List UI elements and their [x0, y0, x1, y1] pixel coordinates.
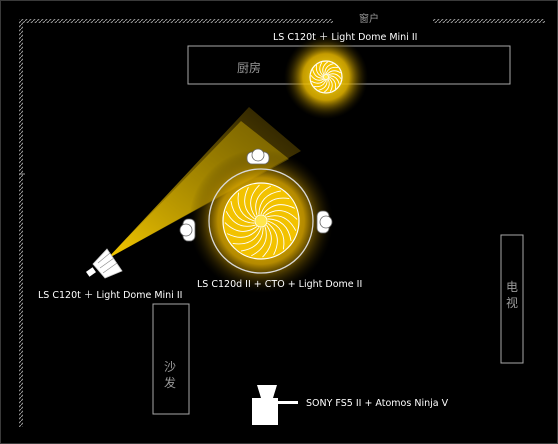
wall-top-left — [19, 19, 333, 23]
person-top-icon — [246, 148, 270, 165]
wall-left — [19, 19, 23, 427]
sofa-label-char-1: 沙 — [164, 360, 176, 374]
camera-icon — [252, 385, 298, 425]
tv-unit — [500, 234, 524, 364]
tv-label-char-1: 电 — [506, 280, 518, 294]
center-light-label: LS C120d II + CTO + Light Dome II — [197, 279, 362, 290]
window-label: 窗户 — [359, 12, 379, 25]
center-light-dome-icon — [222, 182, 300, 260]
person-right-icon — [316, 210, 333, 234]
top-light-dome-icon — [309, 60, 343, 94]
camera-label: SONY FS5 II + Atomos Ninja V — [306, 398, 449, 409]
sofa-label-char-2: 发 — [164, 375, 176, 390]
table-outline — [208, 168, 314, 274]
top-light-label: LS C120t ＋ Light Dome Mini II — [273, 32, 417, 43]
person-left-icon — [179, 218, 196, 242]
sofa — [152, 303, 190, 415]
left-light-label: LS C120t ＋ Light Dome Mini II — [38, 290, 182, 301]
left-light-fixture-icon — [86, 248, 123, 279]
wall-top-right — [433, 19, 545, 23]
tv-label-char-2: 视 — [506, 295, 518, 310]
kitchen-label: 厨房 — [237, 60, 261, 75]
